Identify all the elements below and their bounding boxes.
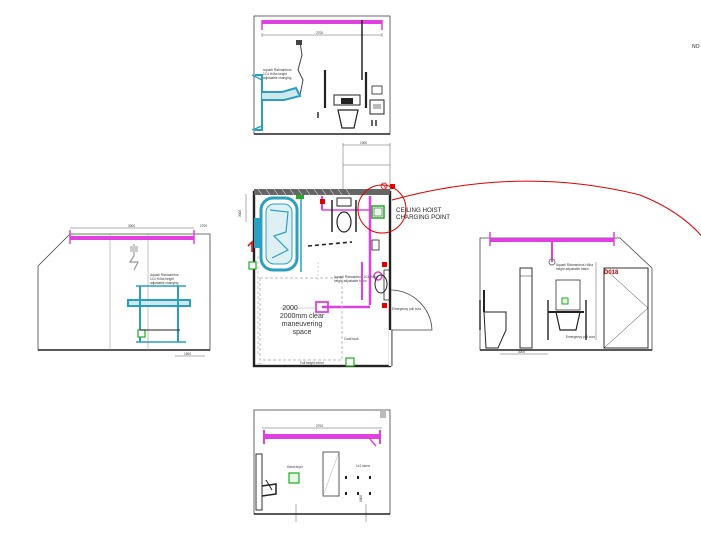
door-swing	[389, 289, 433, 331]
top-elevation-note: Aquarii Rizimanbros 1C4 H4ha height adju…	[263, 68, 292, 80]
left-dimension-top: 3000	[128, 224, 135, 228]
charging-point-marker	[371, 205, 385, 219]
bottom-hoist-track	[264, 434, 380, 439]
revision-circle	[357, 184, 407, 234]
mirror-note: Full height mirror	[300, 361, 325, 365]
mirror	[322, 451, 340, 497]
bottom-note-right: 1x1 mirror	[356, 464, 371, 468]
door-tag: D018	[604, 270, 619, 276]
revision-arc	[391, 180, 701, 237]
top-dimension-text: 2700	[316, 31, 323, 35]
right-elevation: D018 Aquarii Rizimanbros H4ha height adj…	[479, 232, 653, 355]
basin-note: Aquarii Rizimanbros 1C4 H4ha height adju…	[334, 275, 379, 283]
hoist-label-line2: CHARGING POINT	[396, 214, 450, 221]
left-dimension-bottom: 1500	[184, 352, 191, 356]
clear-space-label-3: maneuvering	[282, 321, 323, 328]
left-changing-table	[127, 299, 191, 307]
green-socket-marker	[248, 261, 257, 270]
hoist-label-line1: CEILING HOIST	[396, 207, 442, 214]
plan-note-small: —	[258, 361, 262, 365]
right-side-note: Emergency pull cord	[566, 335, 595, 339]
bottom-dimension-text: 2700	[316, 424, 323, 428]
right-dimension-bottom: 3000	[518, 350, 525, 354]
clear-space-zone	[259, 277, 343, 361]
bottom-note-left: Hand dryer	[287, 465, 304, 469]
corner-label: NO	[692, 44, 700, 50]
right-elevation-note: Aquarii Rizimanbros H4ha height adjustab…	[556, 263, 594, 271]
left-dimension-side: 2700	[200, 224, 207, 228]
left-elevation: 3000 2700 Aquarii Rizimanbros 1C4 H4ha h…	[37, 224, 211, 357]
left-elevation-note: Aquarii Rizimanbros 1C4 H4ha height adju…	[150, 273, 179, 285]
hook-note: Coat hook	[344, 337, 359, 341]
clear-space-label-2: 2000mm clear	[280, 313, 325, 320]
clear-space-label-4: space	[293, 329, 312, 336]
clear-space-label-1: 2000	[282, 305, 298, 312]
plan-dimension-top: 1900	[360, 141, 367, 145]
right-door	[603, 267, 649, 349]
changing-bench	[259, 196, 299, 272]
pull-cord-note: Emergency pull cord	[392, 307, 421, 311]
top-hoist-track	[262, 20, 382, 24]
plan-dimension-side: 3000	[238, 210, 242, 217]
top-elevation: 2700 Aquarii Rizimanbros 1C4 H4ha height…	[251, 15, 391, 135]
top-wall-band	[254, 189, 390, 195]
hand-dryer	[288, 472, 300, 484]
bottom-elevation: 2700 Hand dryer 1x1 mirror 1800	[253, 409, 391, 522]
bottom-note-side: 1800	[359, 495, 363, 502]
floor-plan: 1900 3000	[238, 141, 450, 368]
